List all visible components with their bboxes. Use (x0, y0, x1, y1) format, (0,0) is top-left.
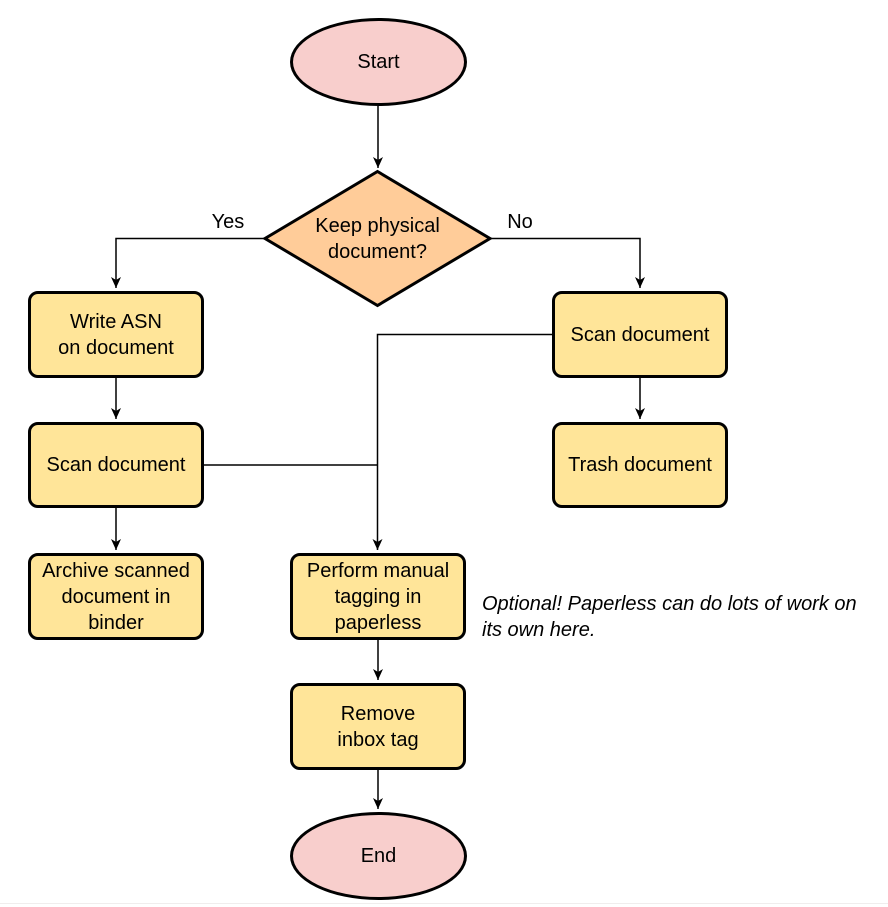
edge-decision-no-to-scan-right (491, 237, 645, 288)
node-archive-scanned-label: Archive scanned document in binder (42, 559, 190, 634)
node-archive-scanned: Archive scanned document in binder (28, 553, 204, 640)
node-manual-tagging-label: Perform manual tagging in paperless (306, 559, 450, 634)
node-remove-inbox-tag-label: Remove inbox tag (337, 702, 419, 751)
edge-decision-yes-to-write-asn (111, 237, 264, 288)
node-manual-tagging: Perform manual tagging in paperless (290, 553, 466, 640)
node-scan-document-left: Scan document (28, 422, 204, 508)
node-trash-document: Trash document (552, 422, 728, 508)
node-start-label: Start (357, 51, 400, 73)
edge-label-yes: Yes (211, 211, 245, 233)
node-remove-inbox-tag: Remove inbox tag (290, 683, 466, 770)
edge-scan-right-to-tagging (372, 333, 552, 550)
node-end: End (290, 812, 467, 900)
node-write-asn: Write ASN on document (28, 291, 204, 378)
node-write-asn-label: Write ASN on document (58, 310, 174, 359)
bottom-edge-rule (0, 903, 888, 904)
node-end-label: End (360, 845, 397, 867)
edge-label-no: No (507, 211, 533, 233)
node-decision-label: Keep physical document? (315, 214, 440, 263)
node-trash-document-label: Trash document (568, 454, 712, 476)
node-scan-document-left-label: Scan document (46, 454, 186, 476)
node-decision-shape (262, 169, 493, 308)
annotation-optional-note: Optional! Paperless can do lots of work … (482, 593, 857, 641)
node-start: Start (290, 18, 467, 106)
node-scan-document-right: Scan document (552, 291, 728, 378)
node-scan-document-right-label: Scan document (570, 323, 710, 346)
